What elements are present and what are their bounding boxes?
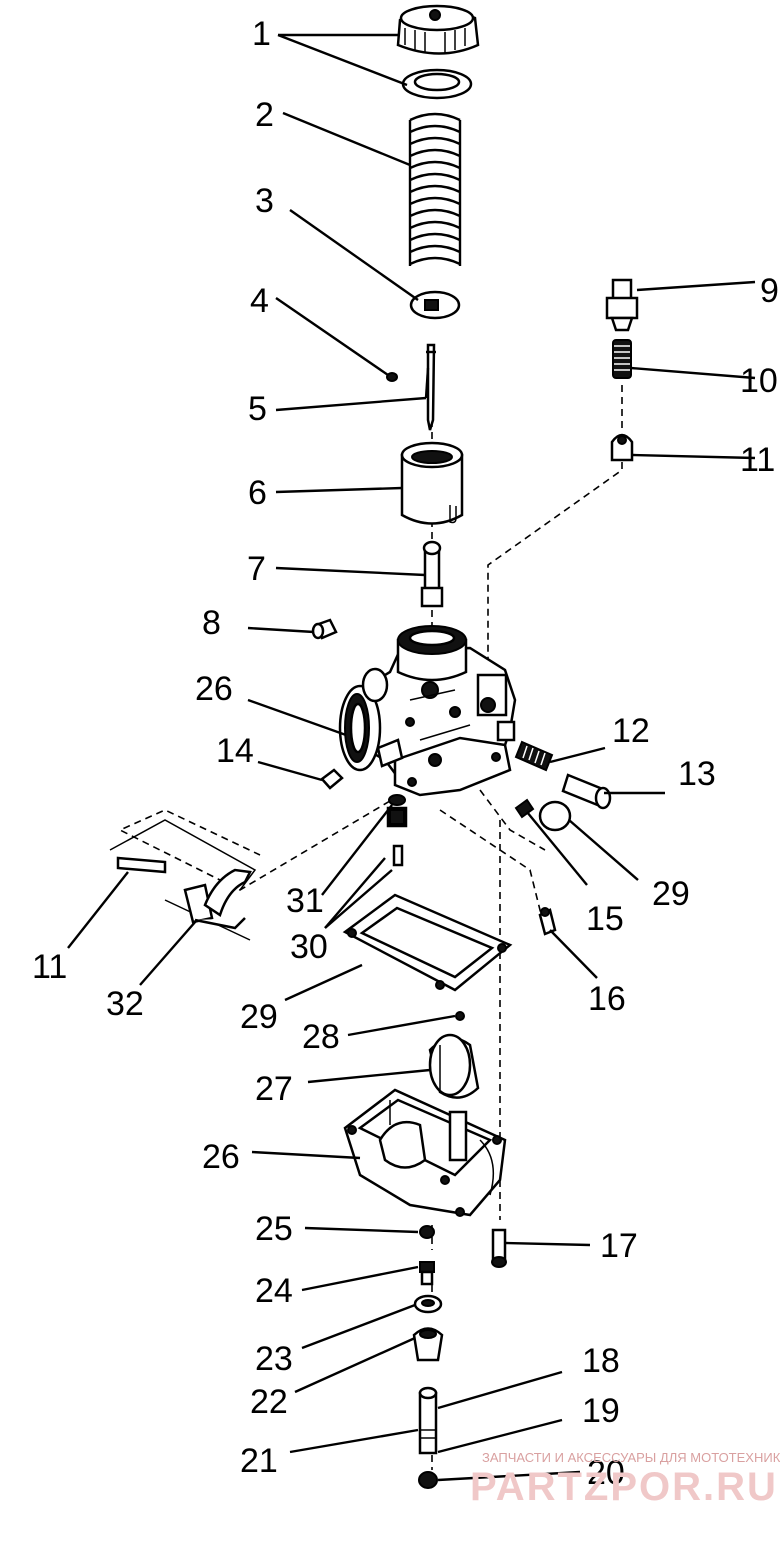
callout-12: 12 bbox=[612, 712, 650, 750]
part-3-retainer-plate bbox=[409, 290, 461, 320]
callout-19: 19 bbox=[582, 1392, 620, 1430]
part-28-pin bbox=[455, 1011, 465, 1021]
callout-22: 22 bbox=[250, 1383, 288, 1421]
part-11-plunger bbox=[610, 433, 634, 462]
callout-2: 2 bbox=[255, 96, 274, 134]
part-8-plug bbox=[311, 618, 338, 640]
part-2-spring bbox=[408, 112, 462, 270]
part-4-clip bbox=[386, 372, 398, 382]
part-27-float bbox=[428, 1033, 480, 1099]
part-15-plug bbox=[514, 798, 535, 819]
part-21-needle-jet bbox=[418, 1386, 438, 1455]
part-9-adjuster-screw bbox=[605, 278, 639, 332]
part-16-screw bbox=[538, 907, 557, 936]
callout-6: 6 bbox=[248, 474, 267, 512]
callout-14: 14 bbox=[216, 732, 254, 770]
callout-23: 23 bbox=[255, 1340, 293, 1378]
watermark-tagline: ЗАПЧАСТИ И АКСЕССУАРЫ ДЛЯ МОТОТЕХНИКИ bbox=[482, 1450, 780, 1465]
part-7-needle-jet bbox=[420, 540, 444, 608]
callout-1: 1 bbox=[252, 15, 271, 53]
callout-8: 8 bbox=[202, 604, 221, 642]
part-1-washer bbox=[401, 68, 473, 100]
callout-30: 30 bbox=[290, 928, 328, 966]
part-1-cap bbox=[396, 4, 480, 55]
callout-17: 17 bbox=[600, 1227, 638, 1265]
callout-32: 32 bbox=[106, 985, 144, 1023]
part-5-jet-needle bbox=[426, 343, 436, 431]
callout-18: 18 bbox=[582, 1342, 620, 1380]
callout-4: 4 bbox=[250, 282, 269, 320]
part-26-float-bowl bbox=[343, 1088, 507, 1217]
callout-9: 9 bbox=[760, 272, 779, 310]
callout-26-top: 26 bbox=[195, 670, 233, 708]
callout-24: 24 bbox=[255, 1272, 293, 1310]
callout-3: 3 bbox=[255, 182, 274, 220]
part-14-screw bbox=[320, 768, 344, 790]
callout-16: 16 bbox=[588, 980, 626, 1018]
part-30-main-jet-holder bbox=[386, 806, 408, 867]
callout-25: 25 bbox=[255, 1210, 293, 1248]
callout-labels: 1 2 3 4 5 6 7 8 9 10 11 11 12 13 14 15 1… bbox=[32, 15, 779, 1492]
callout-29-gasket: 29 bbox=[240, 998, 278, 1036]
callout-31: 31 bbox=[286, 882, 324, 920]
callout-11-left: 11 bbox=[32, 948, 67, 986]
part-20-jet bbox=[418, 1471, 438, 1489]
part-32-bracket bbox=[183, 868, 252, 930]
part-12-spring bbox=[514, 740, 554, 772]
callout-5: 5 bbox=[248, 390, 267, 428]
part-17-screw bbox=[491, 1228, 507, 1268]
carburetor-body bbox=[338, 625, 517, 797]
callout-20: 20 bbox=[587, 1454, 625, 1492]
callout-27: 27 bbox=[255, 1070, 293, 1108]
callout-29-right: 29 bbox=[652, 875, 690, 913]
part-10-spring bbox=[612, 339, 632, 379]
callout-15: 15 bbox=[586, 900, 624, 938]
part-29-cap bbox=[538, 800, 572, 832]
part-25-washer bbox=[419, 1225, 435, 1239]
callout-10: 10 bbox=[740, 362, 778, 400]
callout-leaders bbox=[67, 33, 756, 1482]
part-6-throttle-slide bbox=[400, 441, 464, 525]
part-31-washer bbox=[388, 794, 406, 806]
part-22-holder bbox=[412, 1327, 444, 1362]
part-23-washer bbox=[413, 1294, 443, 1314]
callout-7: 7 bbox=[247, 550, 266, 588]
callout-11-top: 11 bbox=[740, 441, 775, 479]
callout-28: 28 bbox=[302, 1018, 340, 1056]
callout-13: 13 bbox=[678, 755, 716, 793]
callout-26-bottom: 26 bbox=[202, 1138, 240, 1176]
part-29-gasket bbox=[342, 893, 513, 992]
part-24-jet bbox=[419, 1261, 435, 1286]
callout-21: 21 bbox=[240, 1442, 278, 1480]
watermark-site: PARTZPOR.RU bbox=[470, 1465, 778, 1509]
watermark: ЗАПЧАСТИ И АКСЕССУАРЫ ДЛЯ МОТОТЕХНИКИ PA… bbox=[470, 1450, 780, 1509]
part-13-pilot-air-screw bbox=[561, 773, 612, 810]
